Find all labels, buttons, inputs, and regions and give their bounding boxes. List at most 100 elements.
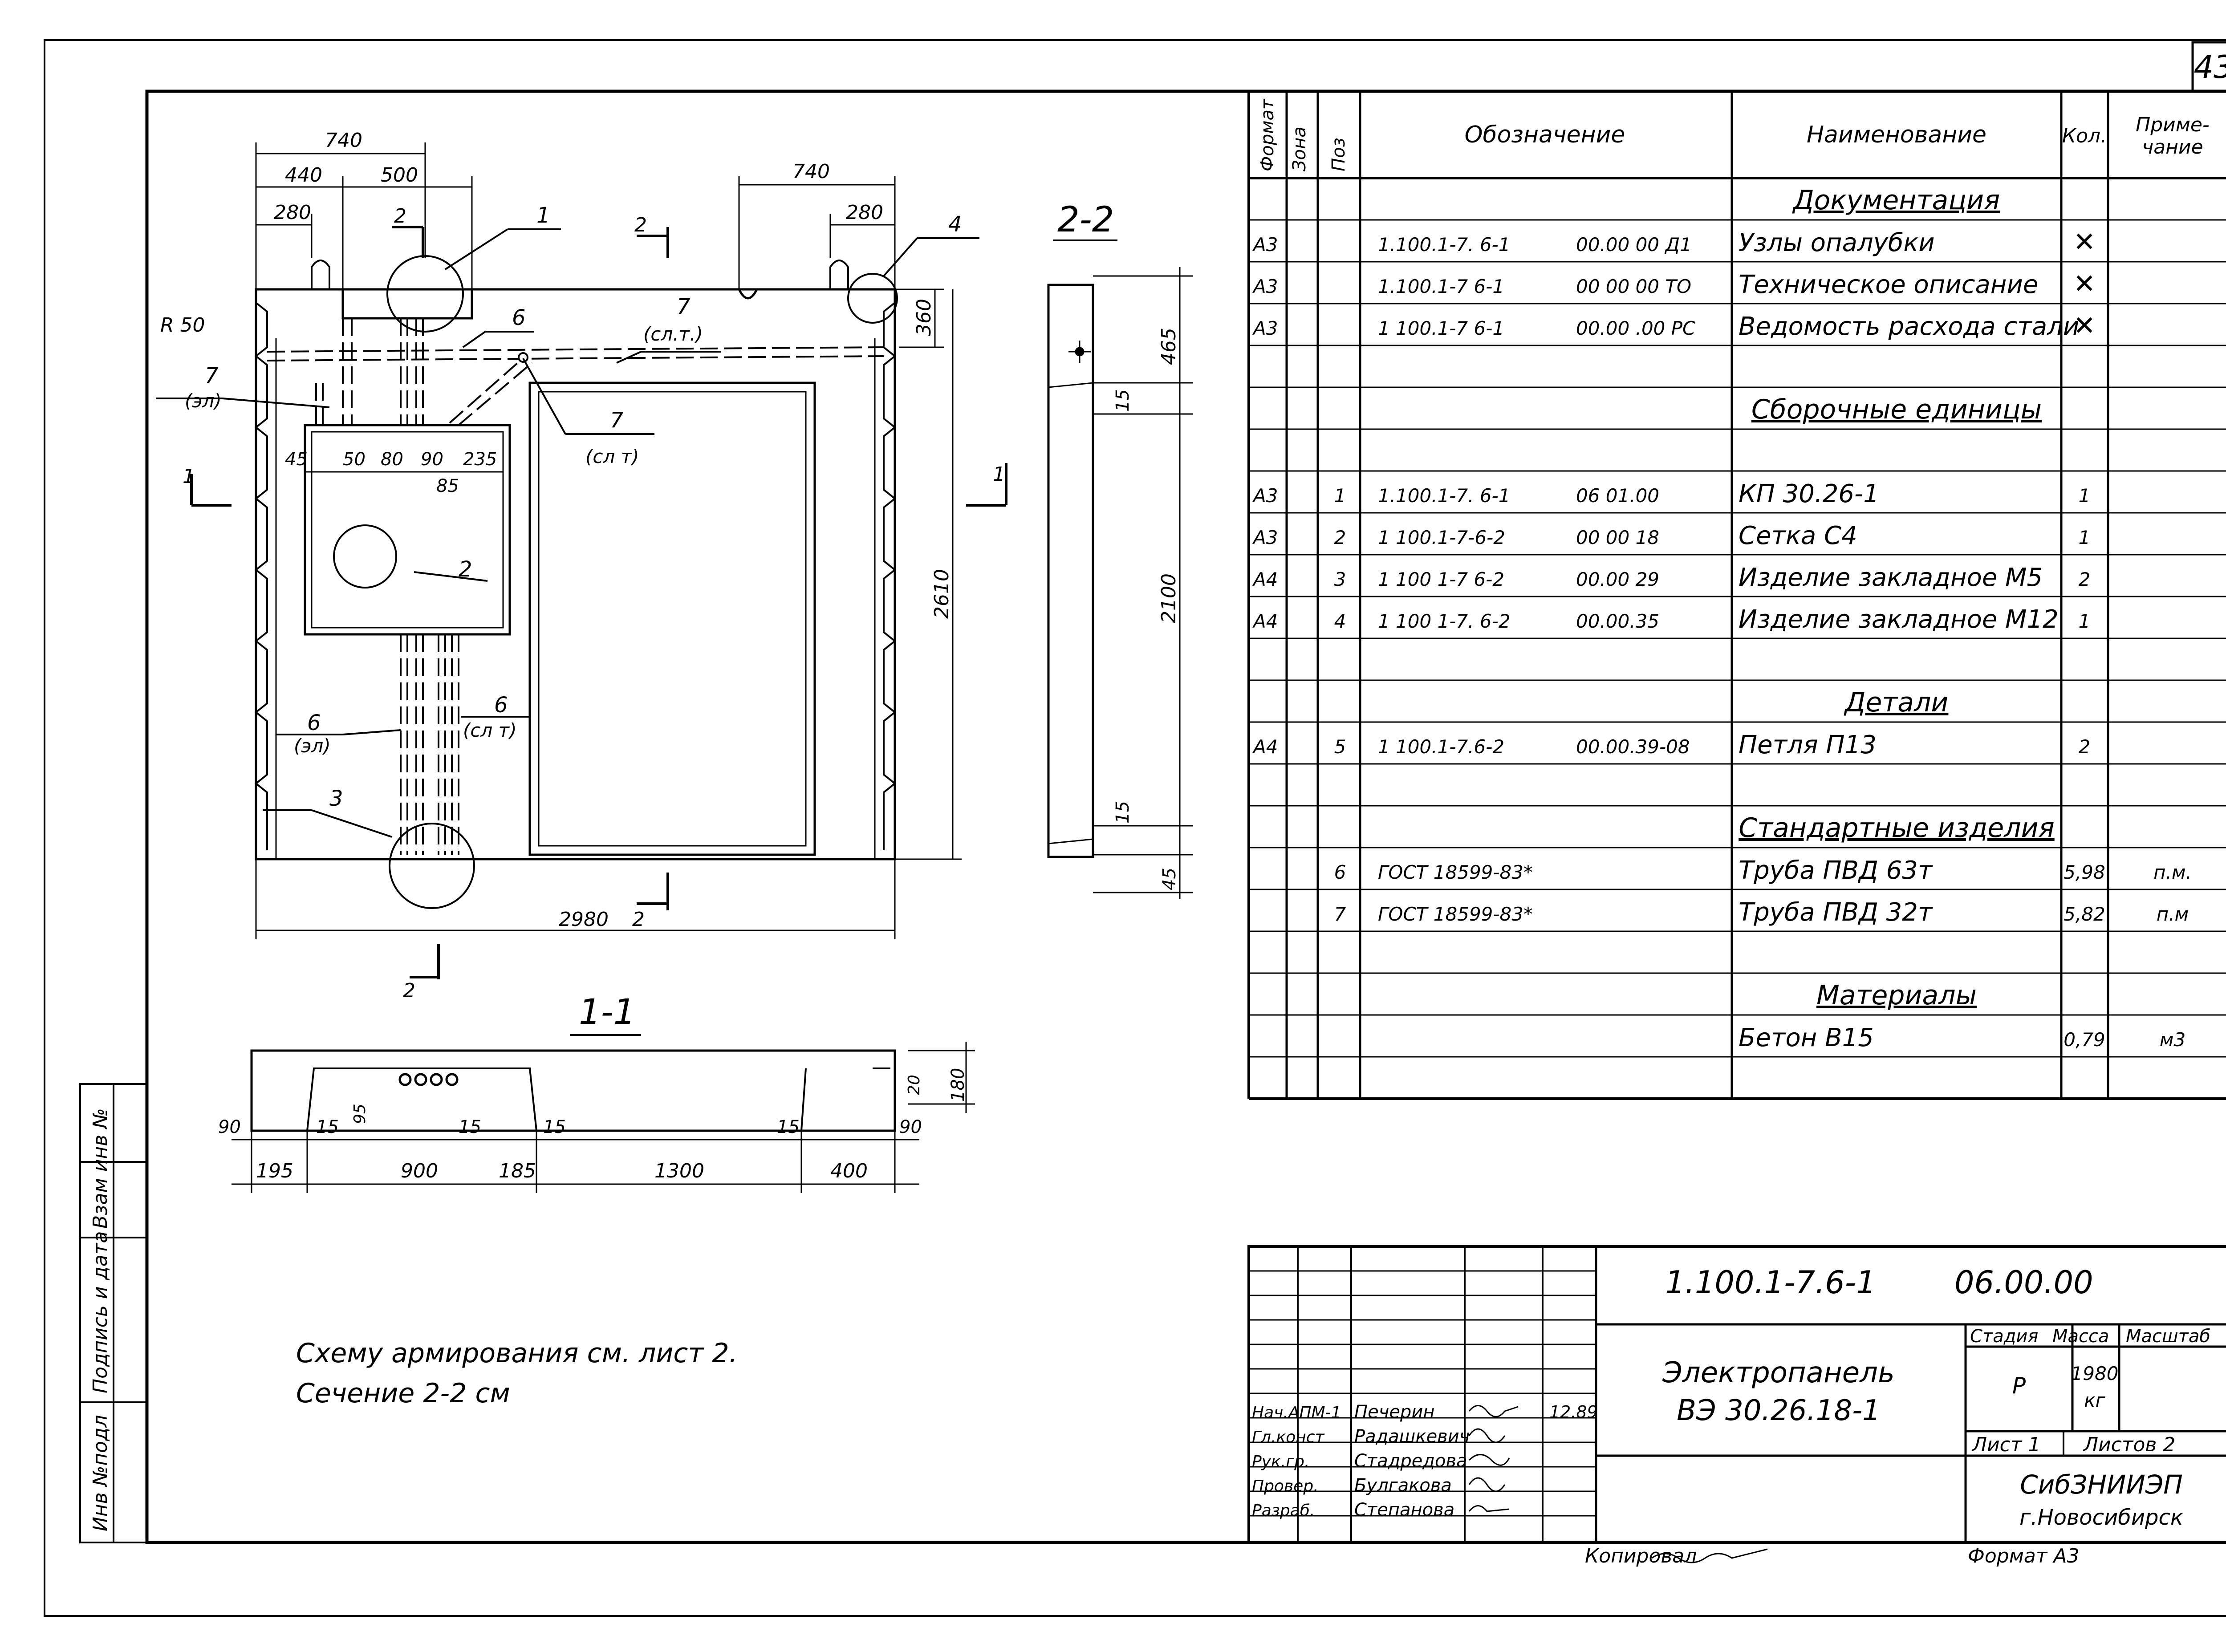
callout: 7 [610, 408, 624, 433]
callout: 6 [307, 710, 321, 735]
doc-code: 1.100.1-7.6-1 [1665, 1264, 1876, 1301]
dim-text: 15 [1113, 801, 1133, 824]
header-cell: чание [2142, 136, 2203, 158]
header-cell: Формат [1257, 98, 1278, 171]
callout: 3 [329, 786, 343, 811]
row-format: А3 [1252, 317, 1278, 339]
dim-text: 900 [401, 1160, 438, 1182]
section-mark-text: 1 [993, 463, 1005, 486]
note-line-2: Сечение 2-2 см [296, 1378, 510, 1409]
row-designation: 1.100.1-7 6-1 [1378, 276, 1504, 297]
dim-text: 1300 [654, 1160, 704, 1182]
dim-text: 400 [830, 1160, 868, 1182]
title-line-2: ВЭ 30.26.18-1 [1677, 1394, 1881, 1427]
dim-text: 280 [274, 201, 311, 224]
dim-text: 195 [256, 1160, 293, 1182]
sheets-label: Листов 2 [2083, 1433, 2175, 1456]
row-designation: 1 100 1-7 6-2 [1378, 568, 1504, 590]
date: 12.89 [1549, 1402, 1598, 1422]
dim-text: 80 [381, 449, 403, 470]
section-marks [190, 226, 1007, 979]
row-code: 00.00 00 Д1 [1576, 234, 1692, 256]
title-block-text: 1.100.1-7.6-1 06.00.00 Электропанель ВЭ … [1252, 1264, 2210, 1567]
dim-text: 45 [1159, 868, 1180, 890]
callout-note: (сл т) [585, 446, 639, 467]
row-note: м3 [2160, 1029, 2185, 1051]
side-stamp-2: Подпись и дата [89, 1231, 112, 1393]
dim-text: 15 [777, 1117, 800, 1137]
row-code: 00 00 18 [1576, 527, 1659, 548]
dim-text: 90 [421, 449, 443, 470]
stage-label: Стадия [1970, 1326, 2038, 1347]
leader-lines [156, 228, 979, 838]
row-qty: 0,79 [2064, 1029, 2105, 1051]
section-heading: Сборочные единицы [1751, 394, 2042, 425]
row-name: Бетон В15 [1739, 1023, 1874, 1052]
section-mark-text: 2 [394, 205, 406, 227]
row-qty: ✕ [2073, 310, 2096, 341]
signer-role: Разраб. [1252, 1502, 1315, 1520]
header-cell: Зона [1289, 126, 1310, 171]
dim-text: 15 [543, 1117, 566, 1137]
row-note: п.м [2157, 903, 2189, 925]
row-code: 00.00.39-08 [1576, 736, 1690, 758]
view-label-2-2: 2-2 [1057, 200, 1114, 240]
signer-name: Радашкевич [1354, 1426, 1470, 1447]
row-pos: 7 [1334, 903, 1346, 925]
row-pos: 6 [1334, 861, 1346, 883]
callout-note: (сл т) [463, 719, 517, 741]
dim-text: 15 [1113, 389, 1133, 412]
dim-text: 465 [1158, 328, 1180, 365]
dim-text: 740 [325, 129, 362, 152]
row-format: А4 [1252, 736, 1278, 758]
row-format: А3 [1252, 234, 1278, 256]
row-name: Труба ПВД 32т [1739, 898, 1933, 927]
callout: 7 [205, 363, 219, 388]
dim-text: 2610 [930, 569, 953, 619]
dim-text: 15 [459, 1117, 481, 1137]
format-label: Формат А3 [1968, 1545, 2080, 1567]
section-1-1-dims [232, 1042, 975, 1193]
side-stamp-1: Инв №подл [89, 1415, 112, 1531]
dim-text: 440 [285, 164, 322, 187]
row-designation: 1 100 1-7. 6-2 [1378, 610, 1511, 632]
dim-text: 2100 [1158, 573, 1180, 623]
callout-note: (эл) [294, 735, 331, 757]
row-code: 06 01.00 [1576, 485, 1659, 507]
dim-text: 185 [499, 1160, 536, 1182]
signer-name: Степанова [1354, 1500, 1454, 1520]
sheet-number: 43 [2194, 49, 2226, 85]
row-designation: 1.100.1-7. 6-1 [1378, 485, 1511, 507]
row-name: Сетка С4 [1739, 521, 1857, 550]
row-designation: 1.100.1-7. 6-1 [1378, 234, 1511, 256]
dim-text: 180 [948, 1068, 968, 1102]
row-qty: 5,98 [2064, 861, 2105, 883]
callout: 1 [536, 203, 550, 228]
dim-text: 45 [285, 449, 308, 470]
signer-role: Рук.гр. [1252, 1453, 1309, 1471]
doc-code-2: 06.00.00 [1954, 1264, 2093, 1301]
side-stamp [79, 1083, 148, 1543]
mass-label: Масса [2052, 1326, 2109, 1347]
header-cell: Наименование [1807, 122, 1986, 148]
dim-text: 90 [899, 1117, 922, 1137]
row-format: А3 [1252, 527, 1278, 548]
dim-text: 90 [218, 1117, 241, 1137]
dim-text: R 50 [160, 314, 205, 337]
callout: 6 [512, 305, 526, 330]
sheet-number-box: 43 [2191, 41, 2226, 93]
header-cell: Приме- [2136, 114, 2210, 136]
row-designation: 1 100.1-7-6-2 [1378, 527, 1505, 548]
callout: 7 [677, 294, 691, 319]
conduits [267, 318, 884, 855]
dim-text: 95 [351, 1104, 369, 1124]
dim-text: 2980 [559, 908, 609, 931]
mass-unit: кг [2084, 1389, 2105, 1411]
header-cell: Кол. [2062, 125, 2107, 147]
callout: 2 [459, 557, 472, 582]
title-block [1247, 1245, 2226, 1563]
row-name: Изделие закладное М5 [1739, 563, 2043, 592]
section-mark-text: 2 [634, 214, 647, 236]
callout-note: (эл) [185, 390, 222, 412]
